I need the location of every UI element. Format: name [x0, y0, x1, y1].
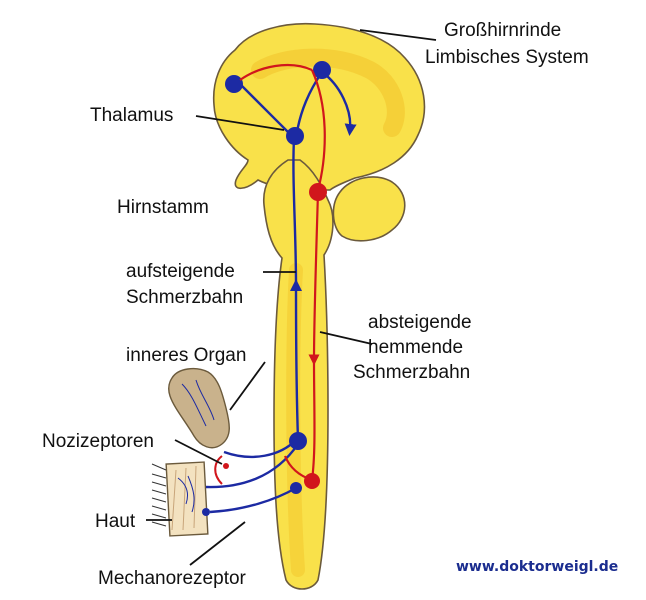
inner-organ	[167, 367, 230, 449]
cerebrum-fold	[251, 48, 405, 137]
ascending-label-line2: Schmerzbahn	[126, 287, 243, 308]
inner-organ-label: inneres Organ	[126, 345, 246, 366]
ascending-label-line1: aufsteigende	[126, 261, 235, 282]
ascending-neurons	[202, 61, 331, 516]
descending-label-line3: Schmerzbahn	[353, 362, 470, 383]
descending-label-line1: absteigende	[368, 312, 472, 333]
limbic-system-label: Limbisches System	[425, 47, 589, 68]
watermark-url[interactable]: www.doktorweigl.de	[456, 559, 618, 575]
spinal-cord-core	[286, 263, 305, 577]
mechanoreceptor-label: Mechanorezeptor	[98, 568, 247, 589]
brainstem-label: Hirnstamm	[117, 197, 209, 218]
skin-label: Haut	[95, 511, 136, 532]
cortex-label: Großhirnrinde	[444, 20, 561, 41]
nociceptors-label: Nozizeptoren	[42, 431, 154, 452]
thalamus-label: Thalamus	[90, 105, 173, 126]
label-lines	[146, 29, 437, 566]
descending-neurons	[223, 183, 327, 489]
skin-tissue	[151, 461, 209, 537]
cerebellum-shape	[332, 176, 406, 242]
descending-label-line2: hemmende	[368, 337, 463, 358]
